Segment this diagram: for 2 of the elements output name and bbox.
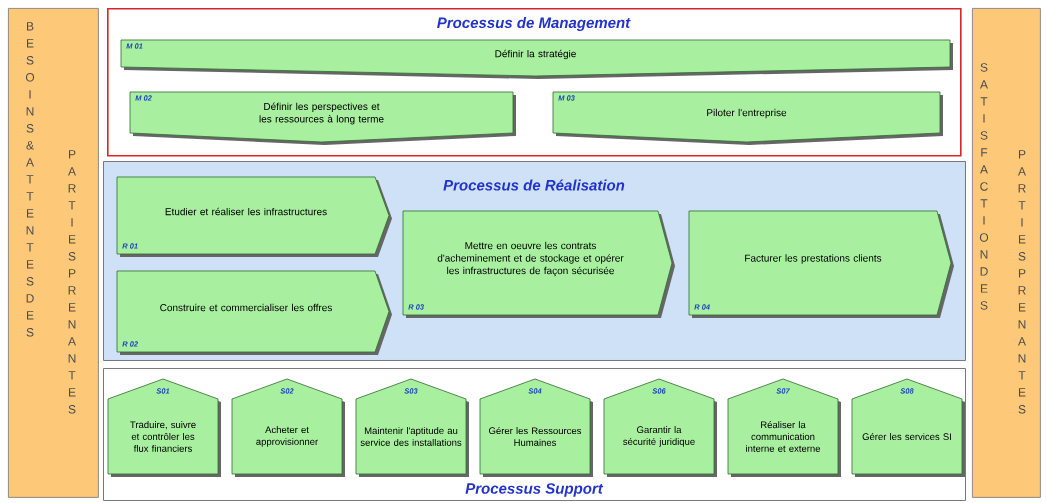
side-band: SATISFACTION DES PARTIES PRENANTES (972, 8, 1041, 498)
side-band: BESOINS & ATTENTES DES PARTIES PRENANTES (8, 8, 99, 498)
